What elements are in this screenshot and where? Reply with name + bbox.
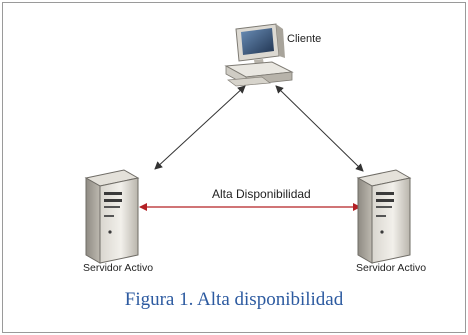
client-label: Cliente (287, 33, 322, 45)
server-right-label: Servidor Activo (356, 262, 427, 274)
high-availability-label: Alta Disponibilidad (212, 187, 311, 201)
figure-frame (2, 2, 466, 333)
client-right-server-link (275, 85, 364, 172)
server-left-label: Servidor Activo (83, 262, 154, 274)
computer-icon (224, 23, 294, 87)
server-icon (356, 169, 412, 264)
server-icon (84, 169, 140, 264)
client-left-server-link (154, 85, 246, 170)
figure-caption: Figura 1. Alta disponibilidad (124, 289, 344, 310)
